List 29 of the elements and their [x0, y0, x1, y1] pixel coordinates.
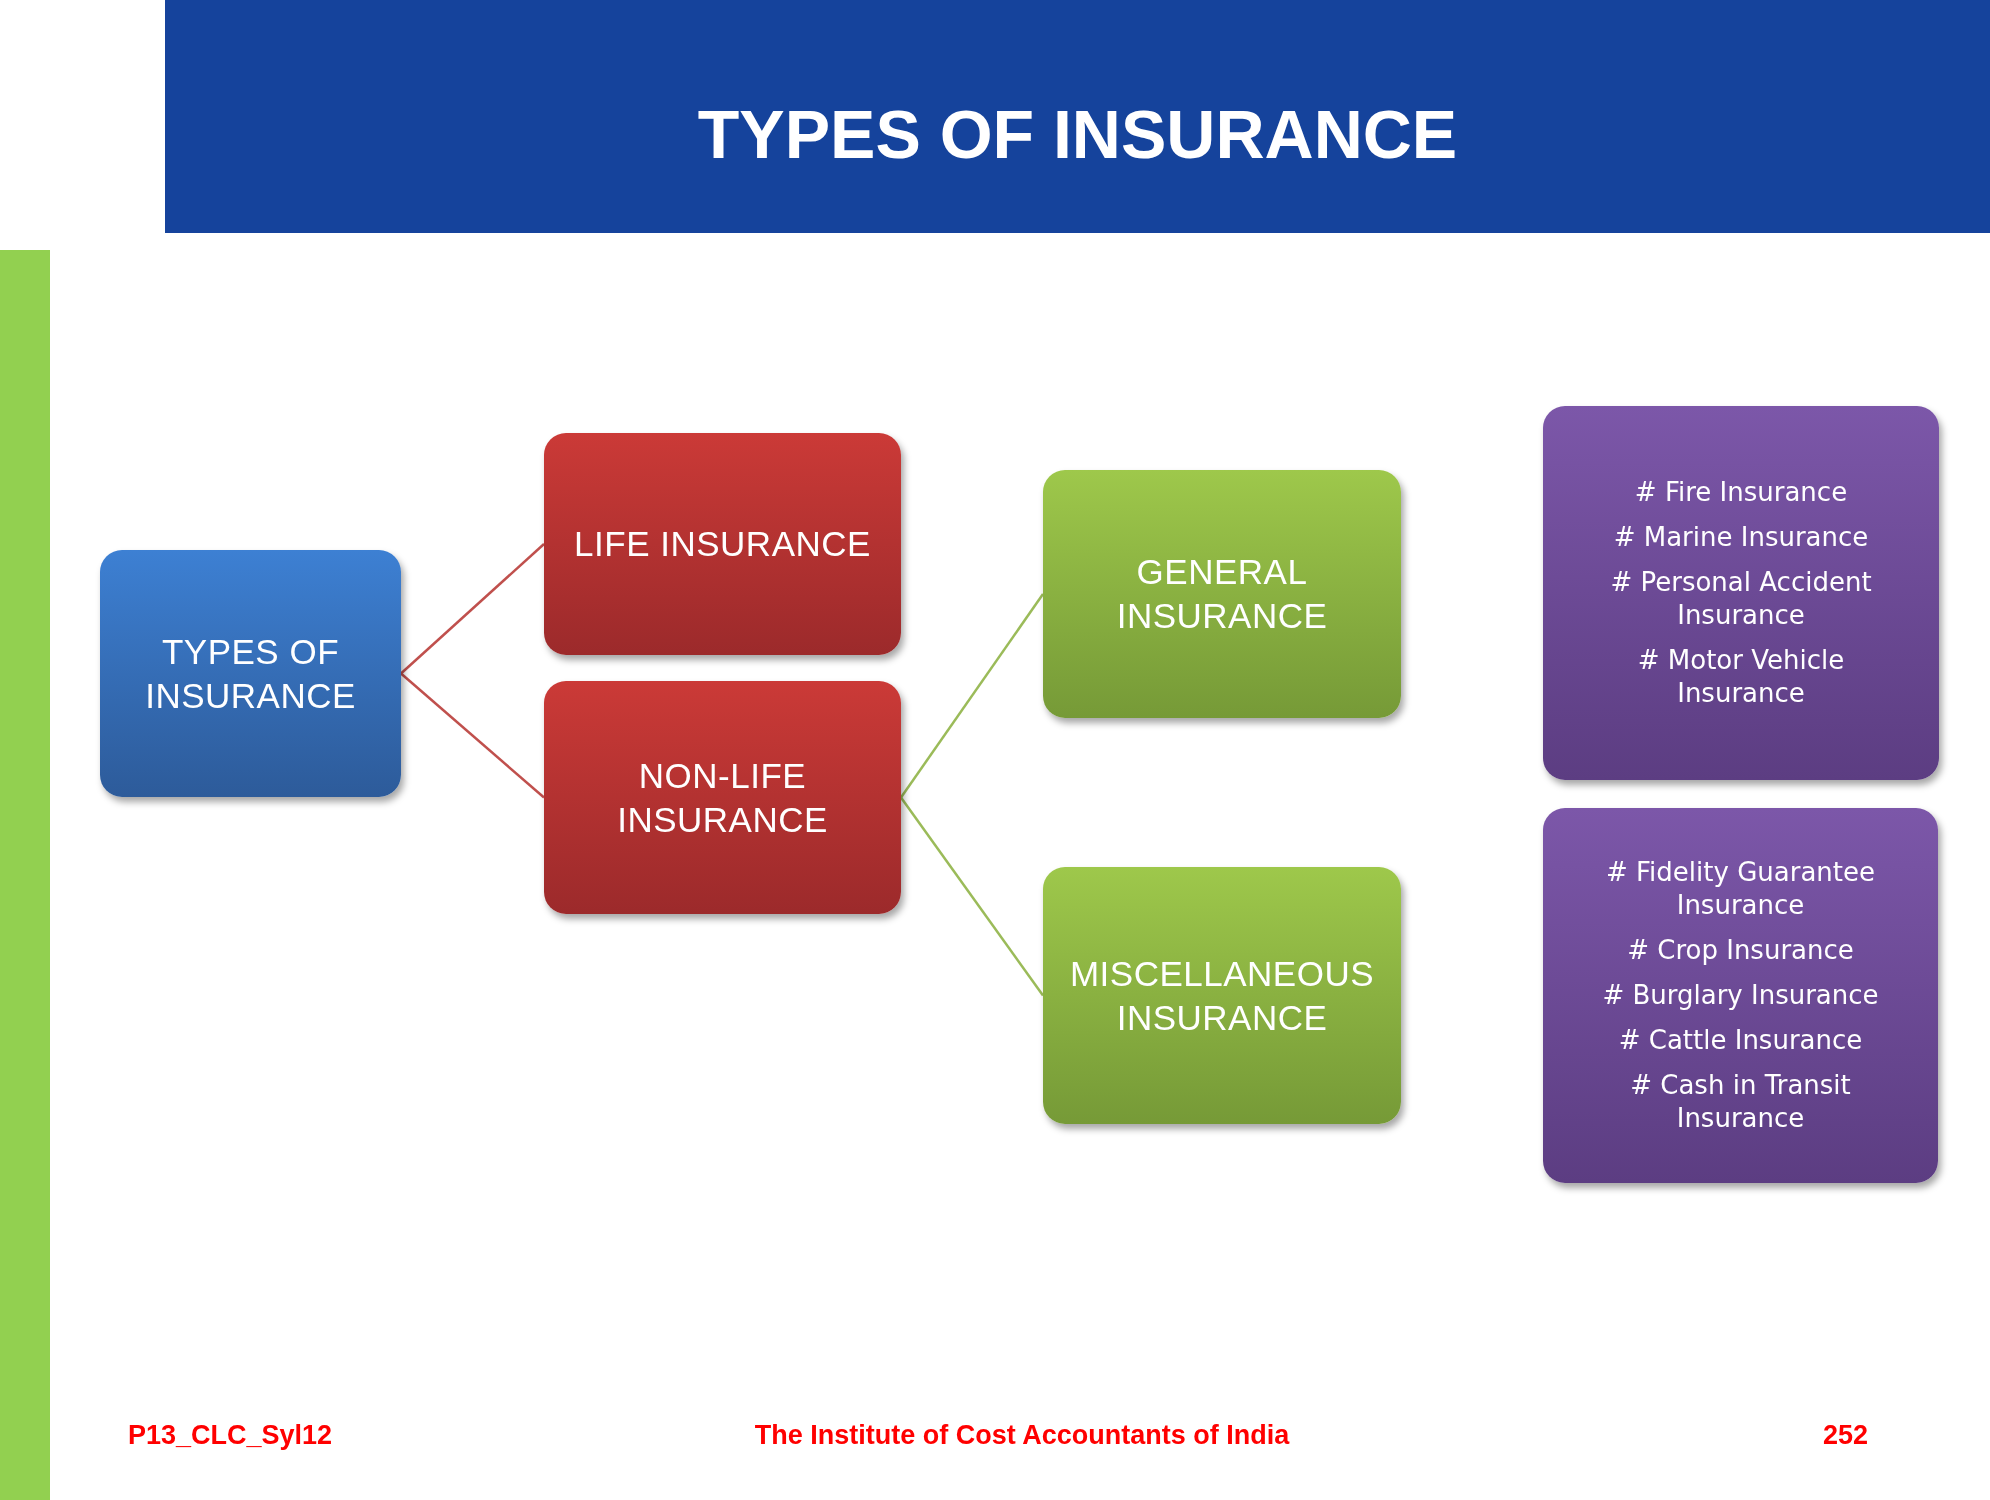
- list-box: [1543, 406, 1939, 780]
- category-box: [1043, 470, 1401, 718]
- category-label: LIFE INSURANCE: [574, 523, 871, 565]
- connector-line: [900, 796, 1044, 997]
- category-label: GENERAL INSURANCE: [1115, 551, 1329, 637]
- footer-text: The Institute of Cost Accountants of India: [754, 1419, 1290, 1452]
- slide-title: TYPES OF INSURANCE: [697, 94, 1458, 174]
- category-box: [544, 433, 901, 655]
- category-label: NON-LIFE INSURANCE: [616, 754, 829, 841]
- category-box: [100, 550, 401, 797]
- list-item-text: # Personal Accident Insurance: [1609, 566, 1873, 632]
- slide-code: P13_CLC_Syl12: [128, 1419, 333, 1452]
- category-box: [544, 681, 901, 914]
- list-item-text: # Cash in Transit Insurance: [1629, 1069, 1852, 1135]
- list-item-text: # Cattle Insurance: [1617, 1024, 1864, 1057]
- page-number: 252: [1822, 1419, 1868, 1452]
- list-item-text: # Burglary Insurance: [1601, 979, 1880, 1012]
- list-item-text: # Fire Insurance: [1633, 476, 1849, 509]
- category-label: TYPES OF INSURANCE: [144, 630, 357, 717]
- connector-line: [400, 672, 545, 799]
- list-item-text: # Marine Insurance: [1612, 521, 1870, 554]
- connector-line: [899, 593, 1045, 799]
- list-box: [1543, 808, 1938, 1183]
- list-item-text: # Motor Vehicle Insurance: [1636, 644, 1846, 710]
- category-label: MISCELLANEOUS INSURANCE: [1068, 952, 1376, 1039]
- list-item-text: # Fidelity Guarantee Insurance: [1605, 856, 1876, 922]
- category-box: [1043, 867, 1401, 1124]
- connector-line: [400, 543, 545, 675]
- list-item-text: # Crop Insurance: [1626, 934, 1855, 967]
